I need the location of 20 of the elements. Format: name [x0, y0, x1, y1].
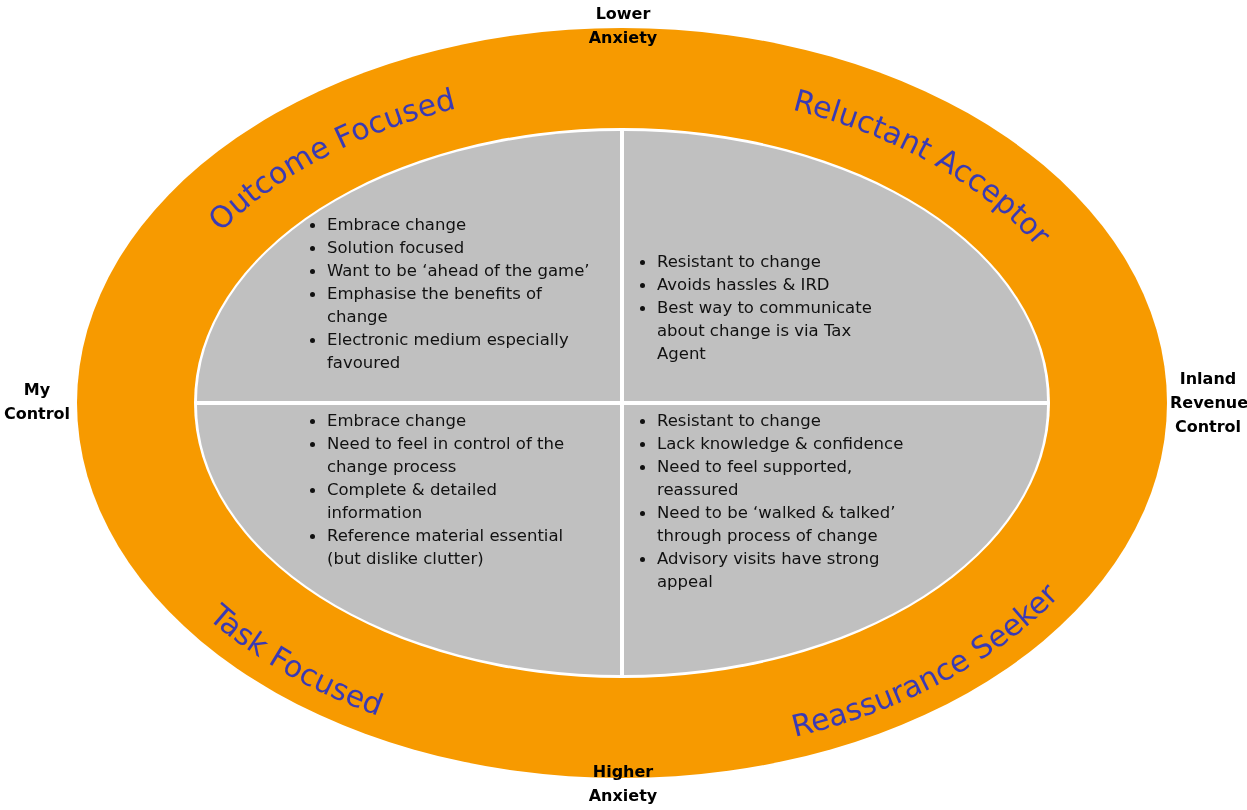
bullet-item: Lack knowledge & confidence: [635, 432, 935, 455]
bullet-item: Electronic medium especially favoured: [305, 328, 605, 374]
bullet-item: Advisory visits have strong appeal: [635, 547, 935, 593]
bullet-item: Avoids hassles & IRD: [635, 273, 905, 296]
bullet-item: Need to feel supported, reassured: [635, 455, 935, 501]
bullet-item: Want to be ‘ahead of the game’: [305, 259, 605, 282]
axis-label: Higher Anxiety: [587, 761, 659, 807]
bullet-item: Emphasise the benefits of change: [305, 282, 605, 328]
axis-label: My Control: [2, 379, 72, 425]
bullet-item: Need to feel in control of the change process: [305, 432, 580, 478]
bullet-item: Resistant to change: [635, 409, 935, 432]
bullet-item: Solution focused: [305, 236, 605, 259]
axis-label: Lower Anxiety: [587, 3, 659, 49]
bullet-item: Reference material essential (but dislike clutter): [305, 524, 580, 570]
bullet-item: Need to be ‘walked & talked’ through process of change: [635, 501, 935, 547]
axis-label: Inland Revenue Control: [1170, 368, 1246, 438]
bullet-item: Best way to communicate about change is via Tax Agent: [635, 296, 905, 365]
bullet-item: Embrace change: [305, 409, 580, 432]
bullet-item: Complete & detailed information: [305, 478, 580, 524]
bullet-item: Resistant to change: [635, 250, 905, 273]
